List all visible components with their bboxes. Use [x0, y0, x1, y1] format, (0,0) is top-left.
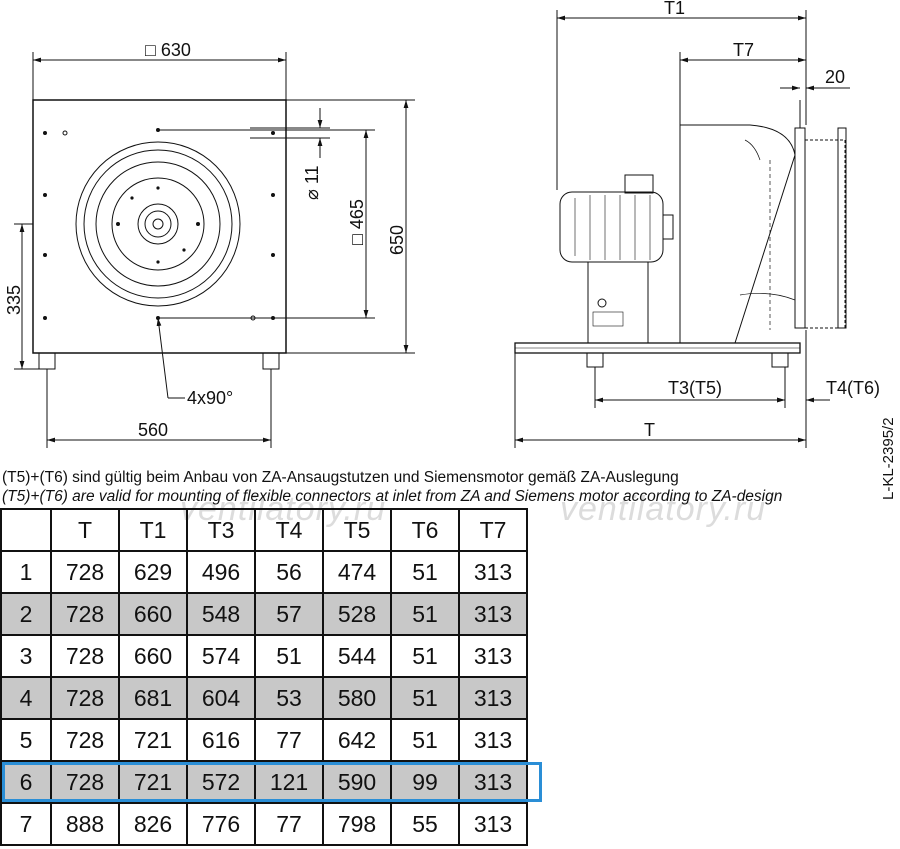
side-dimensions: [514, 10, 850, 448]
table-cell: 313: [458, 676, 528, 720]
table-header-row: T T1 T3 T4 T5 T6 T7: [0, 508, 528, 552]
dimension-table: T T1 T3 T4 T5 T6 T7 1 728 629 496 56 474…: [0, 508, 528, 846]
table-row: 2 728 660 548 57 528 51 313: [0, 592, 528, 636]
drawing-code: L-KL-2395/2: [880, 417, 897, 500]
dim-t4: T4(T6): [826, 378, 880, 398]
dim-height: 650: [387, 225, 407, 255]
table-header-cell: T7: [458, 508, 528, 552]
table-cell: 77: [254, 718, 324, 762]
dim-bolt-dia: ⌀ 11: [302, 165, 322, 200]
dim-holes: 4x90°: [187, 388, 233, 408]
table-cell: 681: [118, 676, 188, 720]
table-cell: 77: [254, 802, 324, 846]
table-header-cell: T6: [390, 508, 460, 552]
watermark: ventilatory.ru: [560, 490, 767, 528]
table-cell: 56: [254, 550, 324, 594]
dim-front-width: □ 630: [145, 40, 191, 60]
table-cell: 313: [458, 550, 528, 594]
table-cell: 660: [118, 592, 188, 636]
table-cell: 51: [254, 634, 324, 678]
table-header-cell: T5: [322, 508, 392, 552]
note-de: (T5)+(T6) sind gültig beim Anbau von ZA-…: [2, 469, 679, 486]
front-dimensions: [14, 52, 415, 448]
table-cell: 4: [0, 676, 52, 720]
table-cell: 313: [458, 592, 528, 636]
table-cell: 6: [0, 760, 52, 804]
table-header-cell: [0, 508, 52, 552]
table-cell: 5: [0, 718, 52, 762]
table-cell: 728: [50, 676, 120, 720]
table-cell: 313: [458, 634, 528, 678]
table-cell: 660: [118, 634, 188, 678]
table-cell: 51: [390, 550, 460, 594]
table-cell: 528: [322, 592, 392, 636]
table-cell: 51: [390, 676, 460, 720]
table-cell: 721: [118, 718, 188, 762]
dim-t: T: [644, 420, 655, 440]
table-cell: 51: [390, 718, 460, 762]
table-cell: 7: [0, 802, 52, 846]
table-cell: 313: [458, 760, 528, 804]
validity-notes: (T5)+(T6) sind gültig beim Anbau von ZA-…: [2, 468, 782, 506]
table-cell: 798: [322, 802, 392, 846]
table-cell: 642: [322, 718, 392, 762]
table-cell: 776: [186, 802, 256, 846]
dim-inlet: □ 465: [347, 199, 367, 245]
table-cell: 496: [186, 550, 256, 594]
table-cell: 474: [322, 550, 392, 594]
table-cell: 51: [390, 634, 460, 678]
table-row: 1 728 629 496 56 474 51 313: [0, 550, 528, 594]
table-cell: 544: [322, 634, 392, 678]
table-cell: 99: [390, 760, 460, 804]
table-cell: 313: [458, 802, 528, 846]
table-cell: 1: [0, 550, 52, 594]
table-header-cell: T1: [118, 508, 188, 552]
table-cell: 888: [50, 802, 120, 846]
table-cell: 313: [458, 718, 528, 762]
table-cell: 590: [322, 760, 392, 804]
dim-t7: T7: [733, 40, 754, 60]
table-cell: 728: [50, 718, 120, 762]
table-header-cell: T: [50, 508, 120, 552]
table-cell: 580: [322, 676, 392, 720]
table-cell: 51: [390, 592, 460, 636]
table-cell: 721: [118, 760, 188, 804]
table-cell: 55: [390, 802, 460, 846]
table-cell: 629: [118, 550, 188, 594]
dim-t3: T3(T5): [668, 378, 722, 398]
table-cell: 728: [50, 550, 120, 594]
dim-20: 20: [825, 67, 845, 87]
table-header-cell: T3: [186, 508, 256, 552]
table-cell: 548: [186, 592, 256, 636]
table-cell: 574: [186, 634, 256, 678]
table-header-cell: T4: [254, 508, 324, 552]
table-cell: 728: [50, 760, 120, 804]
table-cell: 572: [186, 760, 256, 804]
dim-foot-span: 560: [138, 420, 168, 440]
dim-t1: T1: [664, 0, 685, 18]
table-cell: 57: [254, 592, 324, 636]
table-row-highlighted: 6 728 721 572 121 590 99 313: [0, 760, 528, 804]
table-row: 4 728 681 604 53 580 51 313: [0, 676, 528, 720]
table-cell: 3: [0, 634, 52, 678]
table-cell: 728: [50, 634, 120, 678]
note-en: (T5)+(T6) are valid for mounting of flex…: [2, 488, 783, 505]
table-row: 7 888 826 776 77 798 55 313: [0, 802, 528, 846]
table-cell: 604: [186, 676, 256, 720]
table-cell: 826: [118, 802, 188, 846]
table-cell: 2: [0, 592, 52, 636]
table-row: 3 728 660 574 51 544 51 313: [0, 634, 528, 678]
table-cell: 53: [254, 676, 324, 720]
table-row: 5 728 721 616 77 642 51 313: [0, 718, 528, 762]
table-cell: 616: [186, 718, 256, 762]
technical-drawing: □ 630 650 □ 465 ⌀ 11 335 560 4x90°: [4, 0, 880, 448]
table-cell: 121: [254, 760, 324, 804]
dim-335: 335: [4, 285, 24, 315]
side-view: [514, 100, 847, 368]
table-cell: 728: [50, 592, 120, 636]
